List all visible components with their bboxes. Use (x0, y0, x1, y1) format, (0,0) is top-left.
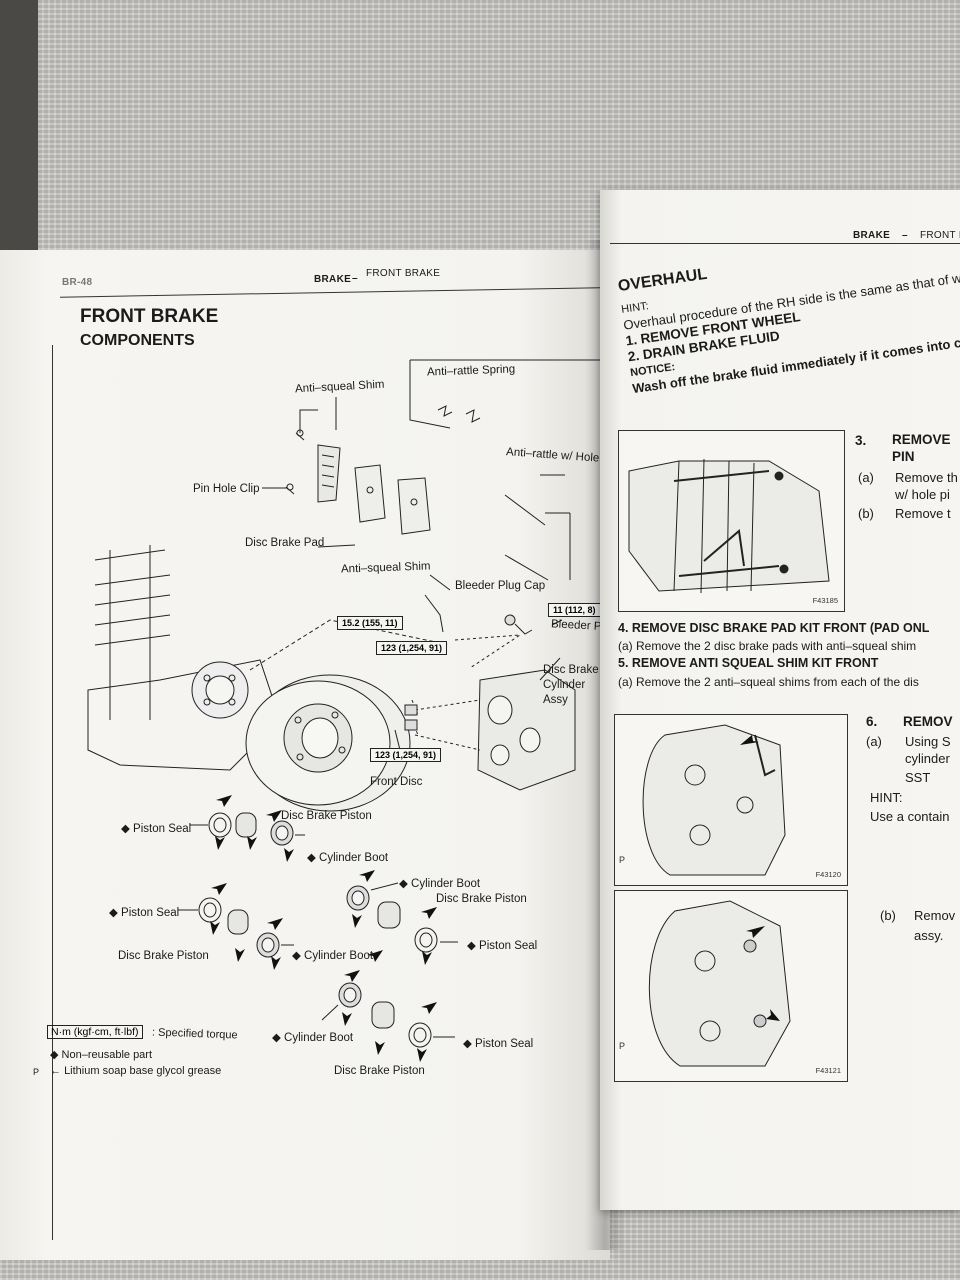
figure-2-code: F43120 (815, 870, 841, 879)
step-4a: (a) Remove the 2 disc brake pads with an… (618, 639, 917, 653)
label-piston-seal-1: ◆ Piston Seal (121, 823, 192, 835)
book-cover-edge (0, 0, 38, 250)
step-3b-label: (b) (858, 506, 874, 521)
step-3b-text: Remove t (895, 506, 951, 521)
label-pin-hole-clip: Pin Hole Clip (193, 483, 260, 495)
disc-brake-pad-drawing (354, 464, 431, 535)
label-front-disc: Front Disc (370, 776, 423, 788)
figure-1-code: F43185 (812, 596, 838, 605)
bleeder-plug-drawing (424, 594, 533, 669)
torque-11: 11 (112, 8) (548, 603, 601, 617)
header-topic: FRONT BRAKE (366, 268, 441, 279)
step-6-title: REMOV (903, 714, 953, 729)
label-bleeder-plug-cap: Bleeder Plug Cap (455, 580, 546, 592)
label-disc-brake-piston-1: Disc Brake Piston (281, 810, 372, 822)
label-cylinder-boot-2: ◆ Cylinder Boot (399, 878, 481, 890)
label-disc-brake-piston-2: Disc Brake Piston (436, 893, 527, 905)
step-3-title-cont: PIN (892, 449, 915, 464)
label-cylinder-boot-3: ◆ Cylinder Boot (292, 950, 374, 962)
step-6-number: 6. (866, 714, 878, 729)
label-disc-brake-piston-4: Disc Brake Piston (334, 1065, 425, 1077)
step-6b-text: Remov (914, 908, 956, 923)
label-piston-seal-4: ◆ Piston Seal (463, 1038, 534, 1050)
legend-unit-box: N·m (kgf·cm, ft·lbf) (47, 1025, 143, 1039)
torque-123-top: 123 (1,254, 91) (376, 641, 448, 655)
diagram-frame (52, 345, 601, 1240)
step-3a-text-cont: w/ hole pi (895, 487, 950, 502)
grease-arrows (210, 795, 437, 1062)
figure-3-code: F43121 (815, 1066, 841, 1075)
step-6a-label: (a) (866, 734, 882, 749)
step-5a: (a) Remove the 2 anti–squeal shims from … (618, 675, 919, 689)
p-marker-fig2: P (619, 855, 626, 865)
piston-group-1 (190, 812, 305, 846)
caliper-sst-illustration (642, 724, 786, 876)
step-6a-text-cont: cylinder (905, 751, 950, 766)
p-marker-fig3: P (619, 1041, 626, 1051)
step-6a-sst: SST (905, 770, 931, 785)
torque-15-2: 15.2 (155, 11) (337, 616, 403, 630)
right-header-section: BRAKE (853, 230, 891, 241)
disc-brake-cylinder-drawing (404, 669, 576, 791)
p-marker-left: P (33, 1067, 40, 1077)
hole-pins-drawing (504, 494, 571, 581)
header-section: BRAKE (314, 274, 352, 285)
cylinder-removal-illustration (648, 900, 791, 1067)
overhaul-title: OVERHAUL (616, 265, 709, 296)
torque-123-bottom: 123 (1,254, 91) (370, 748, 442, 762)
caliper-pins-illustration (628, 458, 830, 594)
step-5: 5. REMOVE ANTI SQUEAL SHIM KIT FRONT (618, 656, 879, 670)
grease-arrow-icon: ← (50, 1065, 61, 1077)
label-disc-brake-cylinder: Disc Brake Cylinder Assy (543, 664, 599, 706)
piston-group-3 (346, 882, 458, 953)
label-disc-brake-piston-3: Disc Brake Piston (118, 950, 209, 962)
components-diagram (87, 359, 610, 1062)
anti-rattle-spring-drawing (409, 359, 610, 429)
figure-caliper-pins: F43185 (618, 430, 845, 612)
front-disc-drawing (245, 674, 411, 812)
hint-label: HINT: (620, 300, 650, 316)
label-piston-seal-2: ◆ Piston Seal (109, 907, 180, 919)
step-3a-label: (a) (858, 470, 874, 485)
left-page: BR-48 BRAKE – FRONT BRAKE FRONT BRAKE CO… (0, 250, 610, 1260)
label-cylinder-boot-1: ◆ Cylinder Boot (307, 852, 389, 864)
legend-grease-text: Lithium soap base glycol grease (64, 1065, 222, 1077)
step-6b-text-cont: assy. (914, 928, 944, 943)
right-header-rule (610, 243, 960, 244)
step-6a-text: Using S (905, 734, 951, 749)
figure-bleeder-sst: F43120 P (614, 714, 848, 886)
right-header-dash: – (902, 230, 908, 241)
hint-2-label: HINT: (870, 790, 903, 805)
page-number: BR-48 (62, 277, 93, 288)
legend-grease: ← Lithium soap base glycol grease (50, 1065, 221, 1077)
header-dash: – (352, 273, 358, 284)
anti-squeal-shim-drawing (317, 444, 341, 503)
step-3a-text: Remove th (895, 470, 958, 485)
pin-hole-clip-drawing (285, 429, 305, 495)
label-disc-brake-pad: Disc Brake Pad (245, 537, 325, 549)
step-3-title: REMOVE (892, 432, 951, 447)
leader-lines (262, 397, 565, 751)
page-title: FRONT BRAKE (80, 306, 219, 327)
hint-2-text: Use a contain (870, 809, 950, 824)
step-4: 4. REMOVE DISC BRAKE PAD KIT FRONT (PAD … (618, 621, 930, 635)
piston-group-4 (321, 982, 455, 1048)
step-3-number: 3. (855, 433, 867, 448)
label-cylinder-boot-4: ◆ Cylinder Boot (272, 1032, 354, 1044)
figure-cylinder-removal: F43121 P (614, 890, 848, 1082)
piston-group-2 (178, 897, 294, 958)
step-6b-label: (b) (880, 908, 896, 923)
right-page: BRAKE – FRONT B OVERHAUL HINT: Overhaul … (600, 190, 960, 1210)
page-subtitle: COMPONENTS (80, 332, 195, 349)
label-piston-seal-3: ◆ Piston Seal (467, 940, 538, 952)
right-header-topic: FRONT B (920, 230, 960, 241)
legend-non-reusable: ◆ Non–reusable part (50, 1049, 153, 1061)
